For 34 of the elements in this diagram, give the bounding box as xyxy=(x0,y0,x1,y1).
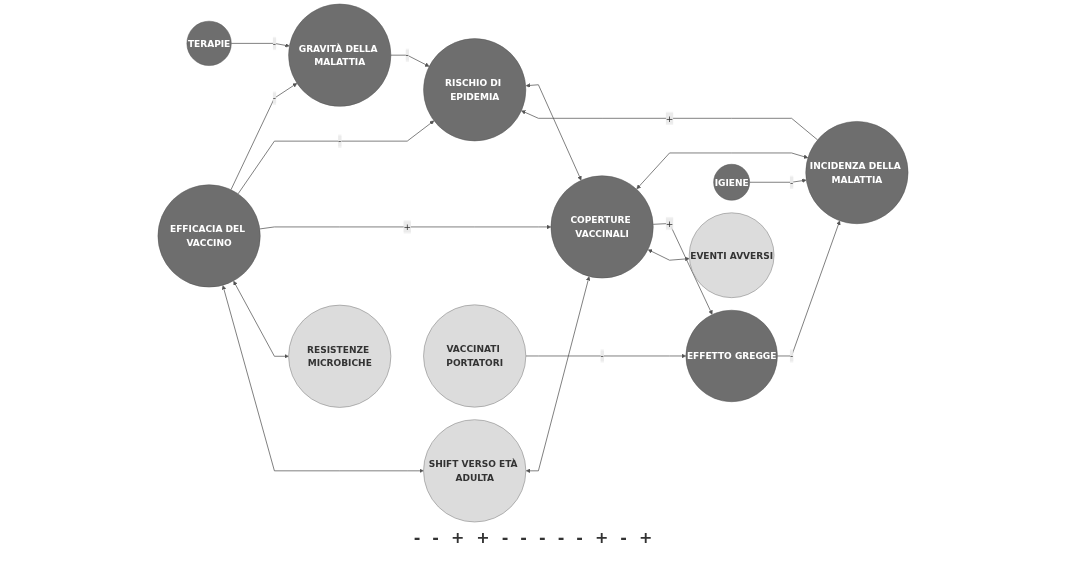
node-circle: EFFETTO GREGGE xyxy=(685,309,778,402)
edge-label: - xyxy=(405,49,409,61)
sign-label: - xyxy=(557,528,565,547)
sign-label: - xyxy=(576,528,583,547)
sign-label: + xyxy=(594,528,609,547)
node-circle: IGIENE xyxy=(713,164,750,201)
edge-label: - xyxy=(338,135,342,147)
sign-label: - xyxy=(432,528,439,547)
node-circle: GRAVITÀ DELLA MALATTIA xyxy=(288,3,392,107)
sign-label: + xyxy=(638,528,653,547)
edge-label: - xyxy=(789,350,794,362)
sign-label: - xyxy=(620,528,627,547)
edge-label: - xyxy=(272,38,277,49)
node-circle: SHIFT VERSO ETÀ ADULTA xyxy=(423,419,527,523)
node-circle: RISCHIO DI EPIDEMIA xyxy=(423,38,527,142)
sign-label: - xyxy=(520,528,527,547)
node-circle: VACCINATI PORTATORI xyxy=(423,304,527,408)
node-circle: COPERTURE VACCINALI xyxy=(550,175,654,279)
edge-label: - xyxy=(600,350,604,362)
edge-label: - xyxy=(789,177,794,188)
node-circle: INCIDENZA DELLA MALATTIA xyxy=(805,121,909,224)
sign-label: + xyxy=(476,528,490,547)
sign-label: - xyxy=(539,528,546,547)
sign-label: + xyxy=(450,528,465,547)
sign-label: - xyxy=(413,528,421,547)
node-circle: TERAPIE xyxy=(186,20,232,66)
edge-label: + xyxy=(403,221,411,233)
node-circle: EVENTI AVVERSI xyxy=(688,212,775,298)
edge-label: + xyxy=(665,218,674,229)
node-circle: EFFICACIA DEL VACCINO xyxy=(157,184,261,288)
edge-label: - xyxy=(272,92,277,104)
node-circle: RESISTENZE MICROBICHE xyxy=(288,304,392,408)
edge-label: + xyxy=(665,113,674,124)
sign-label: - xyxy=(501,528,509,547)
